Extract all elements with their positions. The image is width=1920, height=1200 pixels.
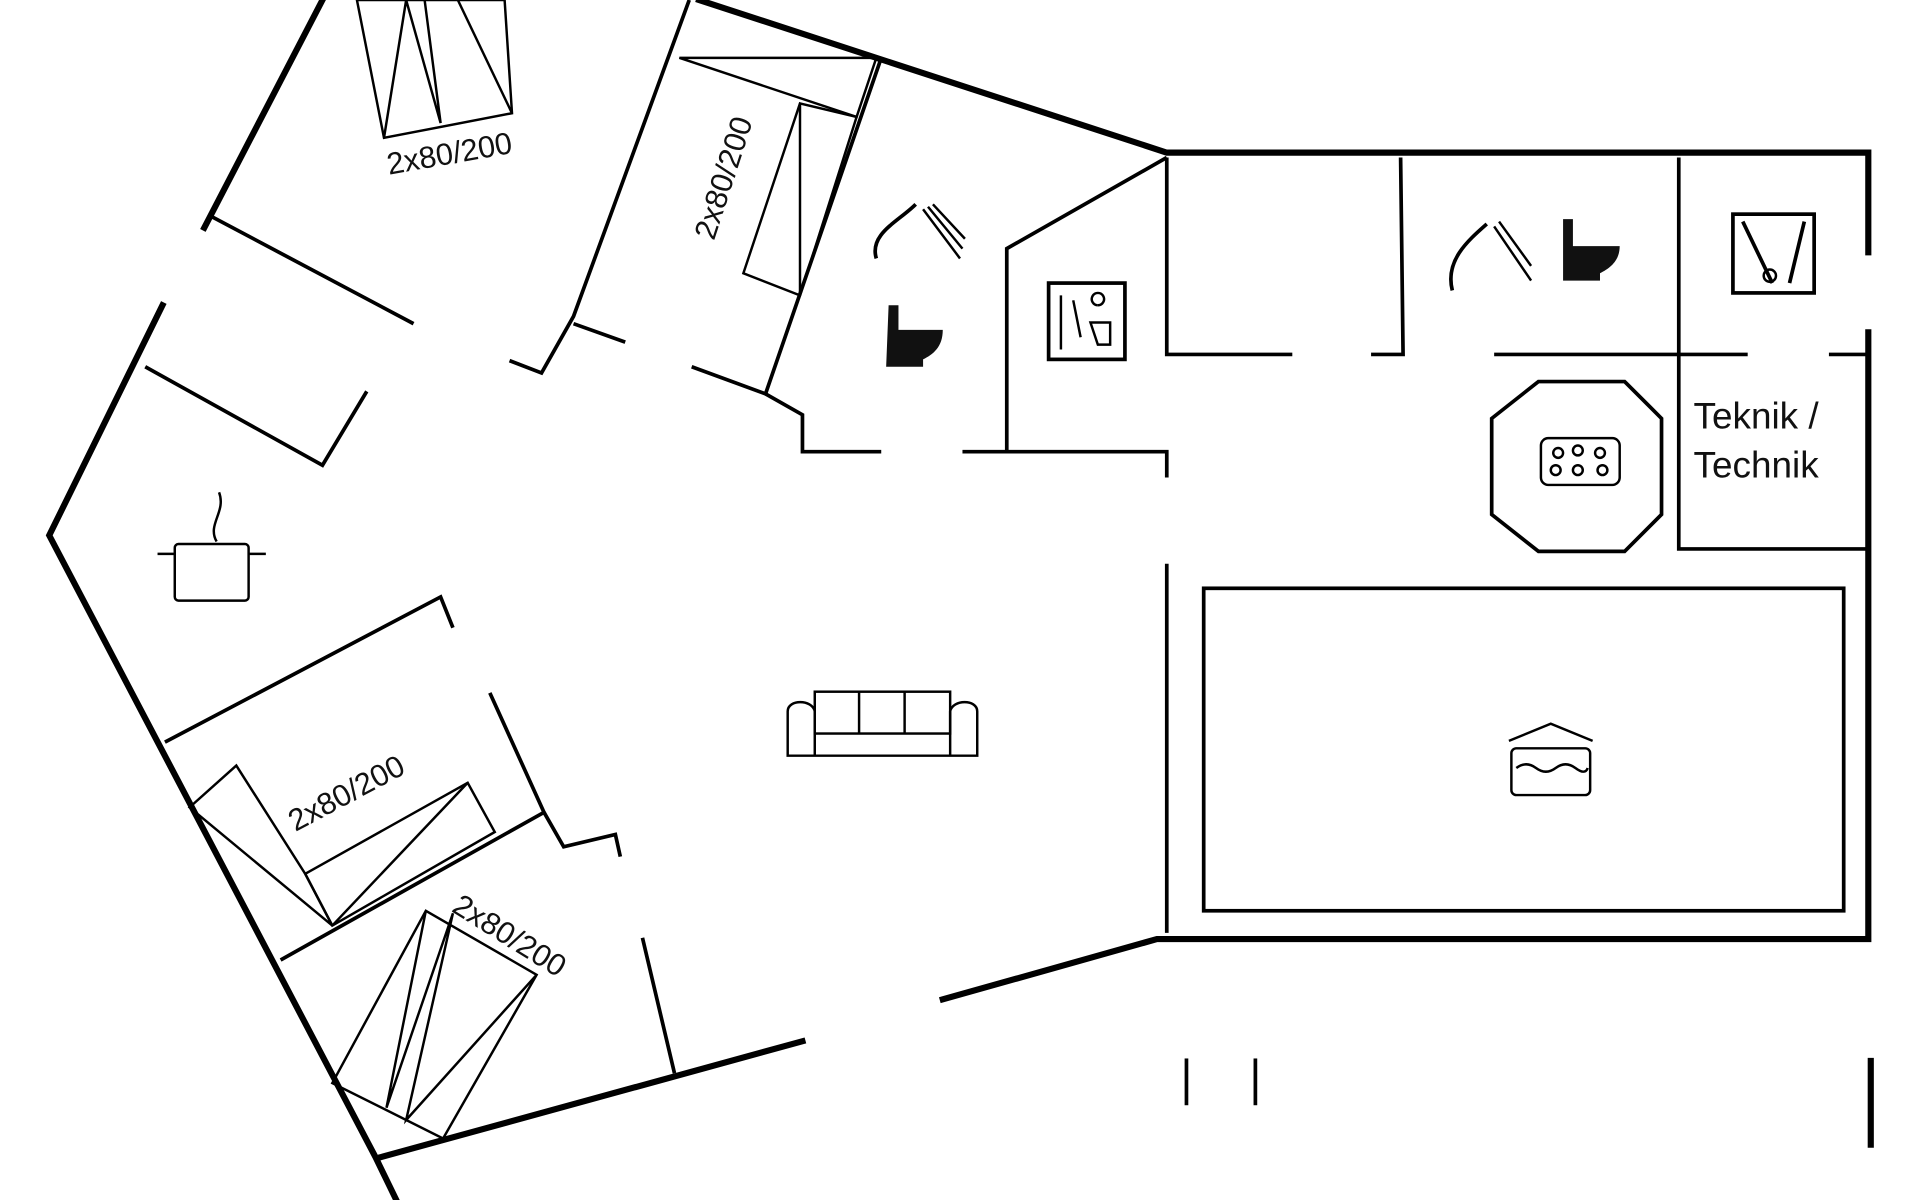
technik-room-label: Teknik /	[1694, 395, 1820, 436]
cooking-pot-icon	[157, 491, 266, 602]
shower-icon	[873, 202, 966, 260]
shower-icon	[1449, 220, 1533, 291]
utility-icon	[1731, 212, 1817, 295]
bed-label: 2x80/200	[687, 112, 759, 243]
outer-walls	[45, 0, 1874, 1200]
beds	[187, 0, 879, 1141]
whirlpool-icon	[1539, 436, 1621, 487]
toilet-icon	[886, 305, 943, 367]
interior-walls	[144, 0, 1869, 1106]
sofa-icon	[786, 690, 979, 757]
sauna-icon	[1046, 281, 1127, 362]
pool-icon	[1508, 722, 1594, 797]
technik-room-label-2: Technik	[1694, 445, 1820, 486]
toilet-icon	[1563, 219, 1620, 281]
bed-label: 2x80/200	[447, 887, 573, 984]
